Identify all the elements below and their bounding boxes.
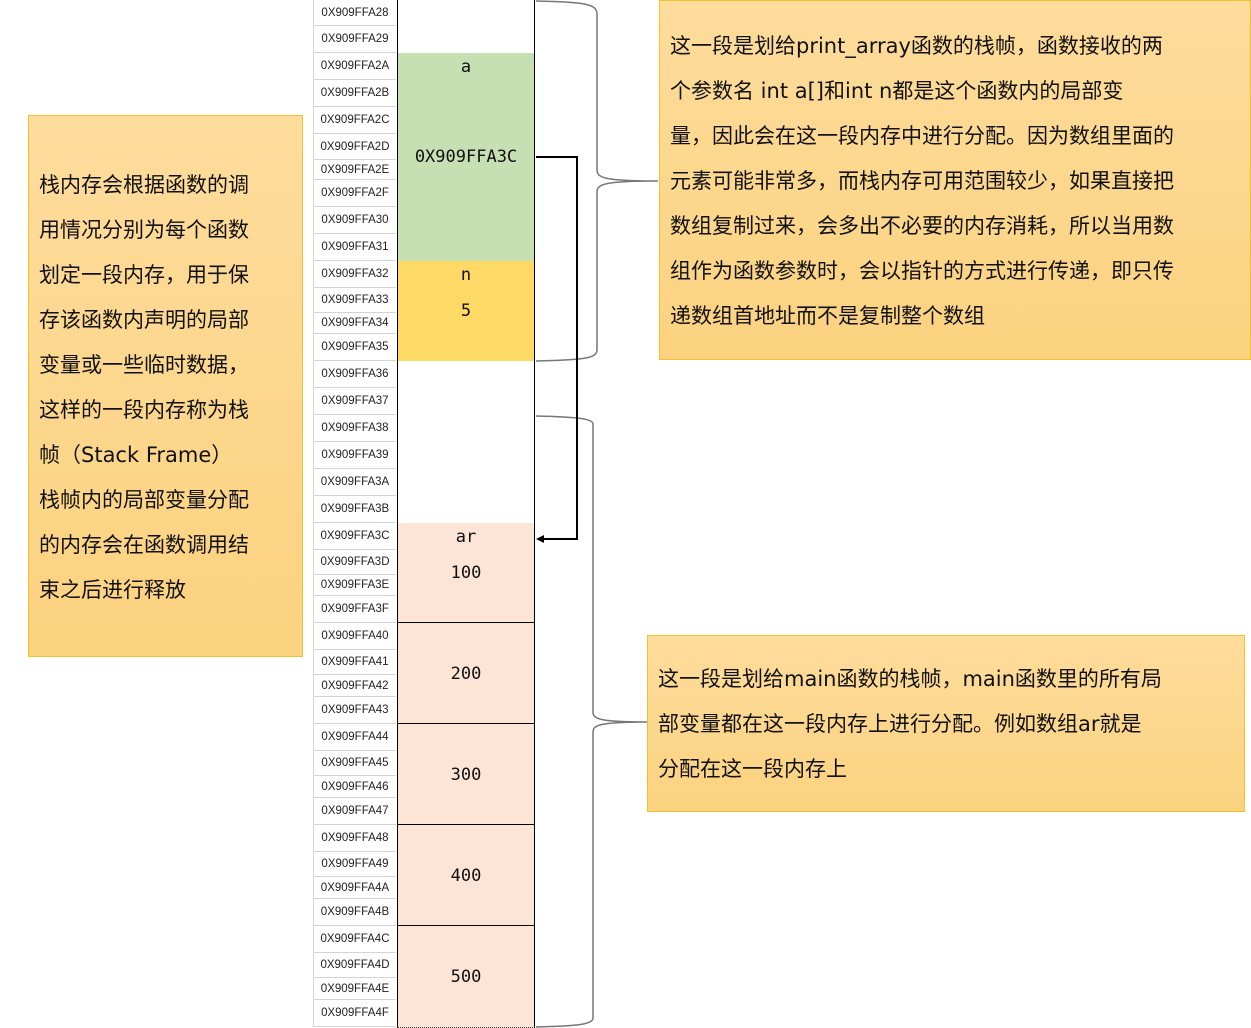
address-label: 0X909FFA32: [313, 261, 396, 288]
address-label: 0X909FFA3B: [313, 496, 396, 523]
note-line: 组作为函数参数时，会以指针的方式进行传递，即只传: [670, 259, 1174, 283]
address-label: 0X909FFA44: [313, 724, 396, 751]
address-label: 0X909FFA2B: [313, 80, 396, 107]
memory-cell: [397, 415, 535, 443]
address-label: 0X909FFA31: [313, 234, 396, 261]
memory-cell: [397, 798, 535, 826]
memory-cell-e3: 400: [397, 852, 535, 900]
note-line: 分配在这一段内存上: [658, 757, 847, 781]
memory-cell: [397, 469, 535, 497]
address-label: 0X909FFA45: [313, 751, 396, 776]
note-line: 这一段是划给print_array函数的栈帧，函数接收的两: [670, 34, 1163, 58]
memory-cell: [397, 623, 535, 651]
note-line: 递数组首地址而不是复制整个数组: [670, 304, 985, 328]
address-label: 0X909FFA41: [313, 650, 396, 675]
address-label: 0X909FFA2D: [313, 134, 396, 160]
note-line: 划定一段内存，用于保: [39, 263, 249, 287]
address-label: 0X909FFA33: [313, 288, 396, 313]
memory-cell-e0: 100: [397, 550, 535, 597]
address-label: 0X909FFA39: [313, 442, 396, 469]
memory-cell-pointer: 0X909FFA3C: [397, 134, 535, 181]
memory-cell: [397, 180, 535, 208]
note-line: 变量或一些临时数据，: [39, 353, 249, 377]
memory-cell-e4: 500: [397, 953, 535, 1001]
arrow-head-icon: [536, 535, 544, 543]
memory-cell-a: a: [397, 53, 535, 81]
address-label: 0X909FFA2F: [313, 180, 396, 207]
memory-cell: [397, 596, 535, 624]
address-label: 0X909FFA3C: [313, 523, 396, 550]
address-label: 0X909FFA30: [313, 207, 396, 234]
address-label: 0X909FFA4A: [313, 877, 396, 899]
address-label: 0X909FFA2C: [313, 107, 396, 134]
address-label: 0X909FFA43: [313, 697, 396, 724]
note-line: 帧（Stack Frame）: [39, 443, 233, 467]
memory-cell-ar: ar: [397, 523, 535, 551]
address-label: 0X909FFA48: [313, 825, 396, 852]
address-label: 0X909FFA38: [313, 415, 396, 442]
address-label: 0X909FFA4E: [313, 978, 396, 1000]
address-label: 0X909FFA2E: [313, 160, 396, 180]
note-line: 的内存会在函数调用结: [39, 533, 249, 557]
address-label: 0X909FFA34: [313, 313, 396, 334]
address-label: 0X909FFA3A: [313, 469, 396, 496]
address-label: 0X909FFA36: [313, 361, 396, 388]
memory-cell: [397, 361, 535, 389]
address-label: 0X909FFA2A: [313, 53, 396, 80]
address-label: 0X909FFA46: [313, 776, 396, 798]
print-array-frame-note: 这一段是划给print_array函数的栈帧，函数接收的两个参数名 int a[…: [659, 0, 1251, 360]
memory-cell: [397, 724, 535, 752]
main-frame-brace: [535, 415, 648, 1028]
pointer-arrow: [536, 156, 578, 540]
note-line: 束之后进行释放: [39, 578, 186, 602]
address-label: 0X909FFA42: [313, 675, 396, 697]
address-label: 0X909FFA3F: [313, 596, 396, 623]
note-line: 这样的一段内存称为栈: [39, 398, 249, 422]
note-line: 量，因此会在这一段内存中进行分配。因为数组里面的: [670, 124, 1174, 148]
address-label: 0X909FFA4D: [313, 953, 396, 978]
note-line: 这一段是划给main函数的栈帧，main函数里的所有局: [658, 667, 1162, 691]
address-label: 0X909FFA3D: [313, 550, 396, 575]
note-line: 元素可能非常多，而栈内存可用范围较少，如果直接把: [670, 169, 1174, 193]
note-line: 用情况分别为每个函数: [39, 218, 249, 242]
address-label: 0X909FFA40: [313, 623, 396, 650]
address-label: 0X909FFA4C: [313, 926, 396, 953]
address-label: 0X909FFA35: [313, 334, 396, 361]
note-line: 栈内存会根据函数的调: [39, 173, 249, 197]
stack-frame-note: 栈内存会根据函数的调用情况分别为每个函数划定一段内存，用于保存该函数内声明的局部…: [28, 115, 303, 657]
note-line: 存该函数内声明的局部: [39, 308, 249, 332]
address-label: 0X909FFA47: [313, 798, 396, 825]
memory-cell: [397, 0, 535, 27]
address-label: 0X909FFA3E: [313, 575, 396, 596]
address-label: 0X909FFA49: [313, 852, 396, 877]
print-array-frame-brace: [535, 0, 659, 362]
memory-cell: [397, 80, 535, 108]
address-label: 0X909FFA28: [313, 0, 396, 26]
address-label: 0X909FFA29: [313, 26, 396, 53]
memory-cell: [397, 234, 535, 262]
main-frame-note: 这一段是划给main函数的栈帧，main函数里的所有局部变量都在这一段内存上进行…: [647, 635, 1245, 812]
note-line: 栈帧内的局部变量分配: [39, 488, 249, 512]
note-line: 数组复制过来，会多出不必要的内存消耗，所以当用数: [670, 214, 1174, 238]
address-label: 0X909FFA37: [313, 388, 396, 415]
memory-cell: [397, 26, 535, 54]
note-line: 个参数名 int a[]和int n都是这个函数内的局部变: [670, 79, 1124, 103]
address-label: 0X909FFA4F: [313, 1000, 396, 1027]
note-line: 部变量都在这一段内存上进行分配。例如数组ar就是: [658, 712, 1142, 736]
address-label: 0X909FFA4B: [313, 899, 396, 926]
